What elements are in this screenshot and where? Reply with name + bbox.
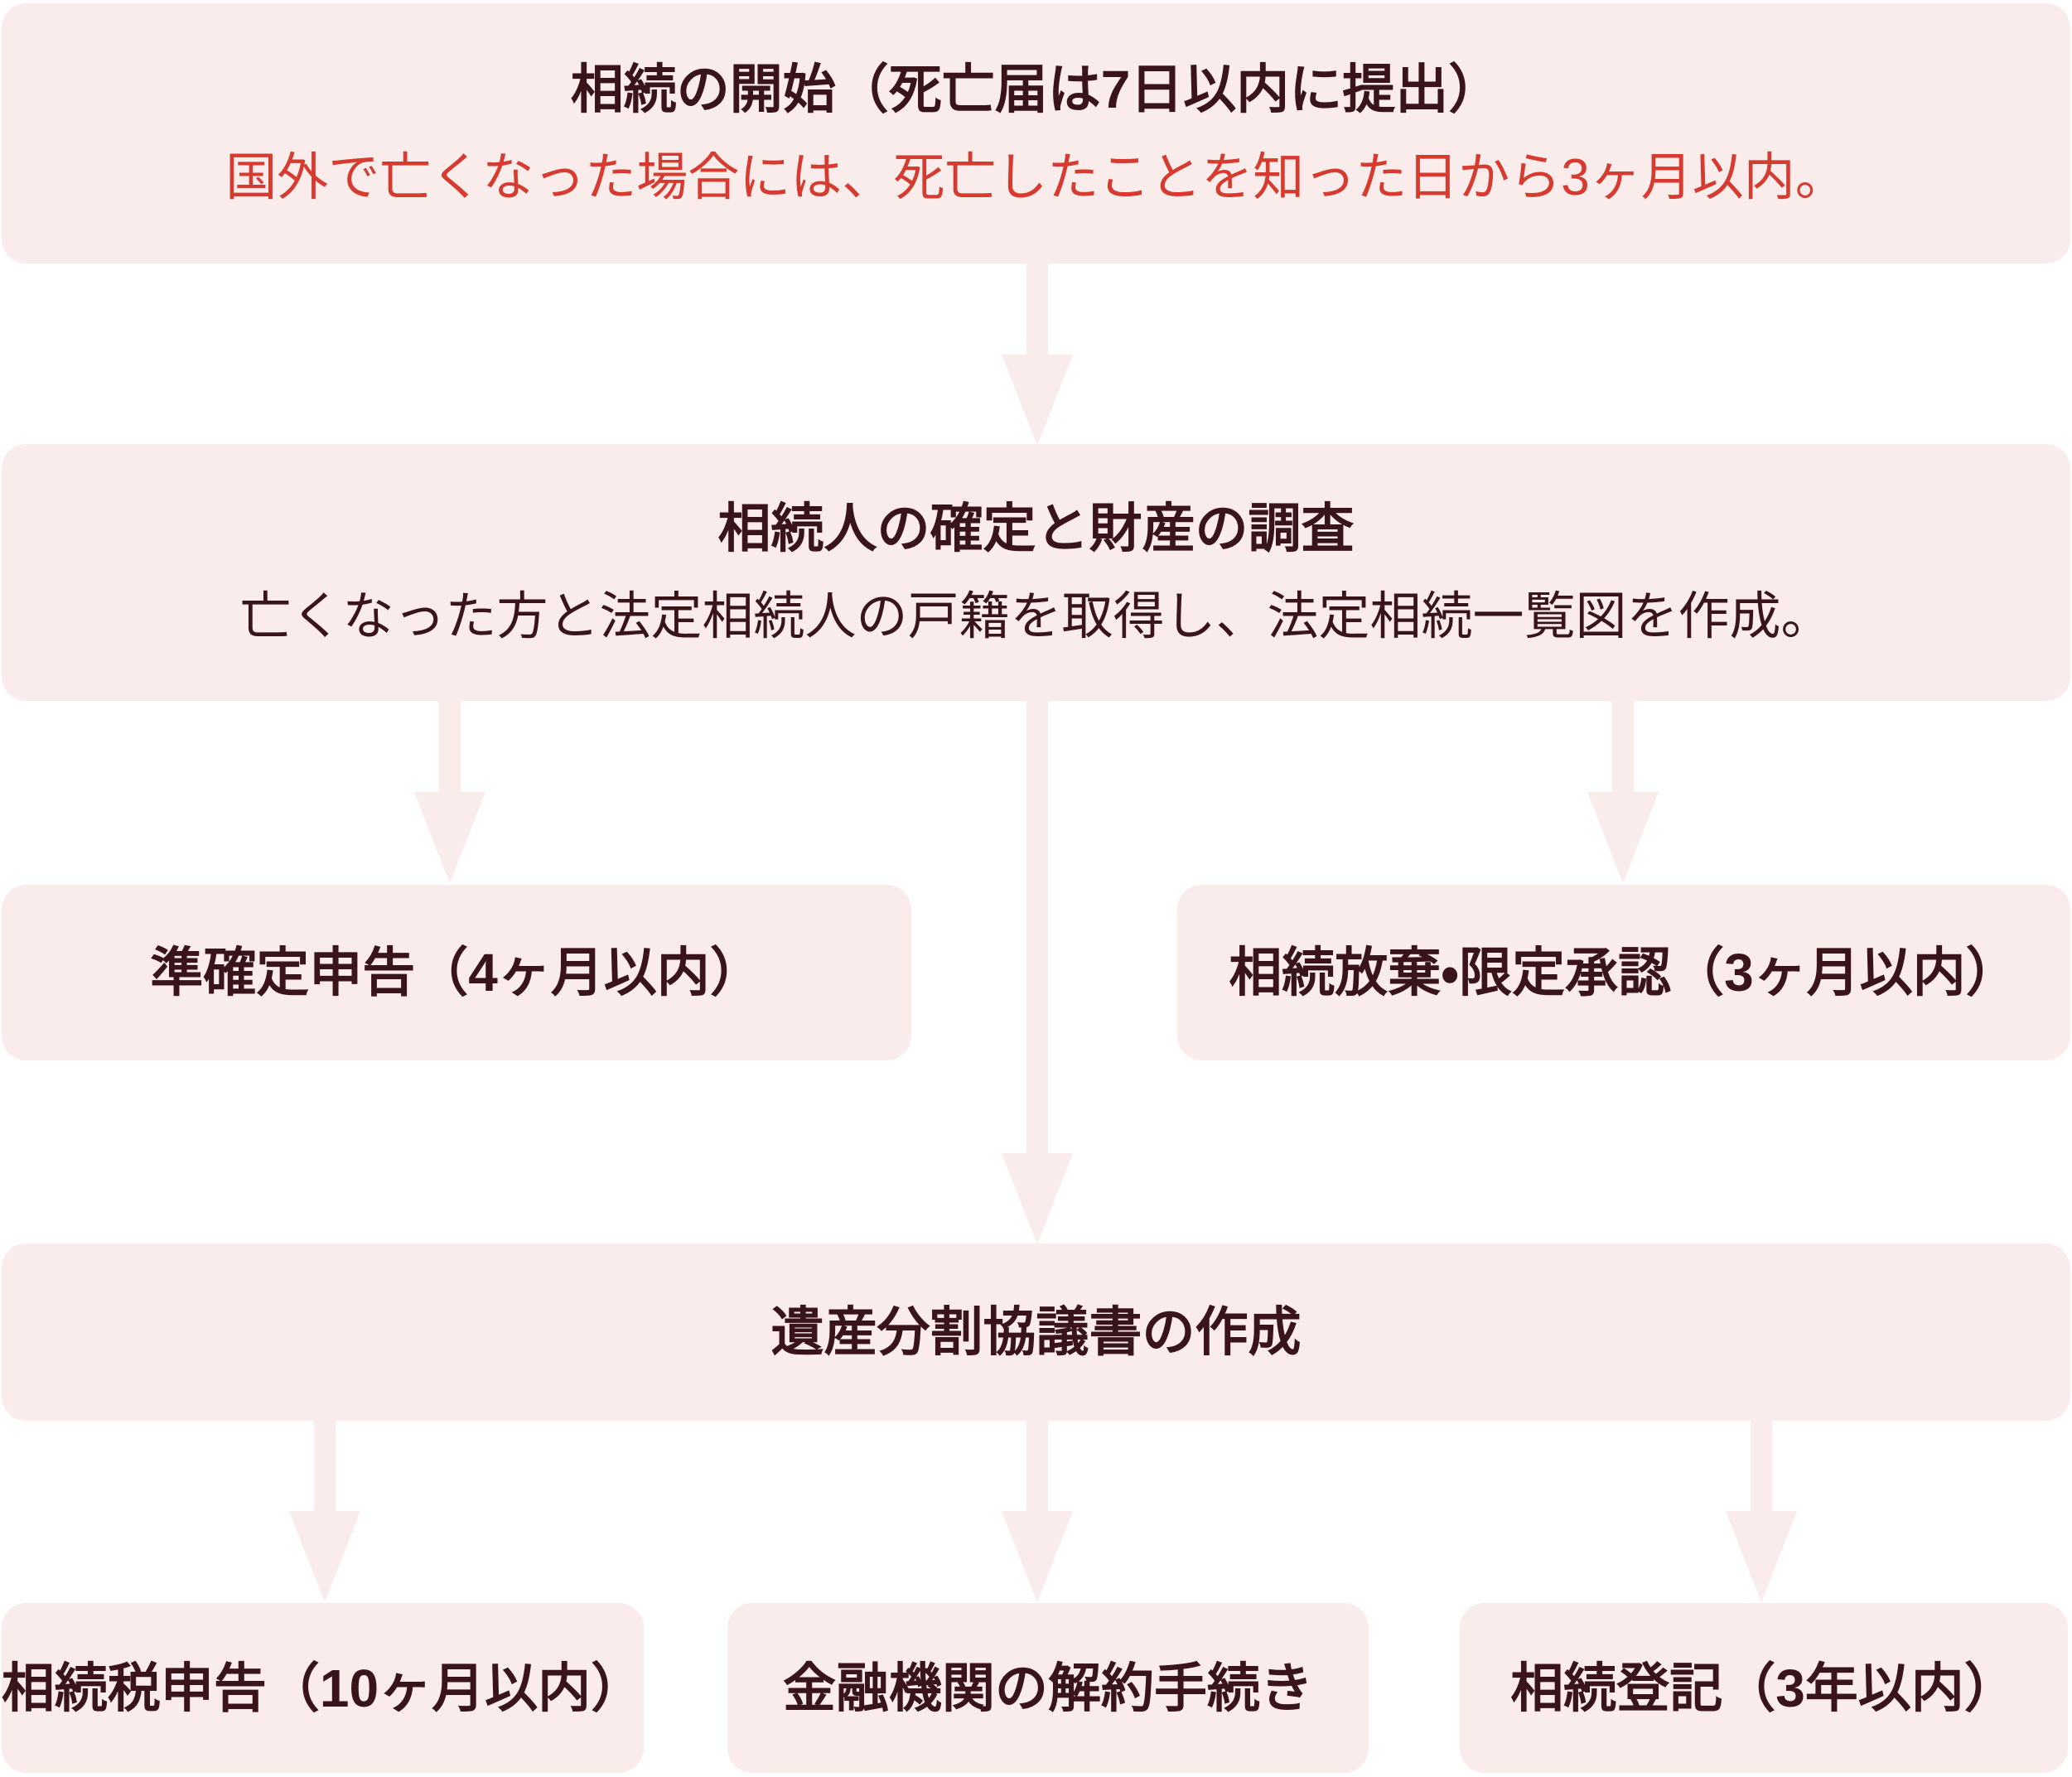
arrow-down-icon <box>1002 1153 1073 1244</box>
arrow-down-icon <box>1002 355 1073 446</box>
box-quasi-final-tax-return: 準確定申告（4ヶ月以内） <box>2 885 911 1060</box>
arrow-down-icon <box>1587 792 1659 883</box>
arrow-down-icon <box>1002 1511 1073 1602</box>
box-division-agreement-title: 遺産分割協議書の作成 <box>770 1302 1302 1362</box>
box-renunciation-limited-approval-title: 相続放棄・限定承認（3ヶ月以内） <box>1229 943 2019 1002</box>
box-inheritance-start: 相続の開始（死亡届は7日以内に提出） 国外で亡くなった場合には、死亡したことを知… <box>2 3 2070 263</box>
arrow-shaft <box>1612 701 1634 792</box>
arrow-shaft <box>1026 701 1048 1153</box>
box-inheritance-start-title: 相続の開始（死亡届は7日以内に提出） <box>570 60 1502 120</box>
box-heir-investigation-note: 亡くなった方と法定相続人の戸籍を取得し、法定相続一覧図を作成。 <box>239 588 1833 646</box>
arrow-shaft <box>439 701 461 792</box>
box-inheritance-tax-filing: 相続税申告（10ヶ月以内） <box>2 1603 644 1773</box>
arrow-shaft <box>1026 1418 1048 1511</box>
arrow-down-icon <box>414 792 485 883</box>
box-heir-investigation-title: 相続人の確定と財産の調査 <box>717 499 1355 559</box>
arrow-shaft <box>1751 1418 1772 1511</box>
arrow-down-icon <box>289 1511 360 1602</box>
arrow-down-icon <box>1726 1511 1797 1602</box>
box-inheritance-registration: 相続登記（3年以内） <box>1460 1603 2068 1773</box>
box-inheritance-tax-filing-title: 相続税申告（10ヶ月以内） <box>1 1658 645 1718</box>
arrow-shaft <box>314 1418 336 1511</box>
box-division-agreement: 遺産分割協議書の作成 <box>2 1243 2070 1421</box>
arrow-shaft <box>1026 263 1048 355</box>
box-inheritance-start-note: 国外で亡くなった場合には、死亡したことを知った日から3ヶ月以内。 <box>225 149 1847 207</box>
box-renunciation-limited-approval: 相続放棄・限定承認（3ヶ月以内） <box>1177 885 2070 1060</box>
box-bank-cancellation-procedures: 金融機関の解約手続き <box>727 1603 1369 1773</box>
box-bank-cancellation-procedures-title: 金融機関の解約手続き <box>783 1658 1313 1718</box>
box-quasi-final-tax-return-title: 準確定申告（4ヶ月以内） <box>150 943 763 1002</box>
box-heir-investigation: 相続人の確定と財産の調査 亡くなった方と法定相続人の戸籍を取得し、法定相続一覧図… <box>2 444 2070 701</box>
box-inheritance-registration-title: 相続登記（3年以内） <box>1510 1658 2017 1718</box>
